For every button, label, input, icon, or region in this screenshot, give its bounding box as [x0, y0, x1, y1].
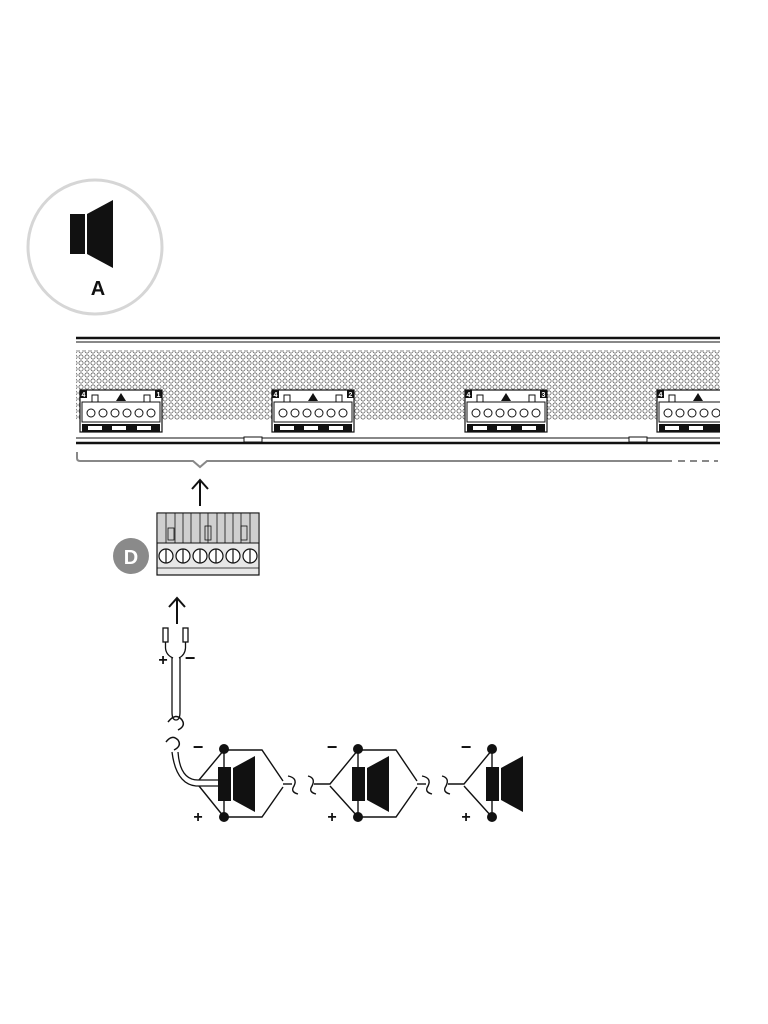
output-port-4[interactable]: 4 4	[656, 389, 739, 433]
amplifier-panel: 4 1 4 2	[76, 336, 739, 445]
arrow-up-icon	[191, 478, 209, 506]
speaker-minus-label: −	[193, 737, 204, 757]
speaker-plus-label: +	[327, 809, 336, 826]
port-number: 1	[157, 392, 161, 399]
speaker-icon	[70, 200, 113, 268]
port-side-mark: 4	[659, 392, 663, 399]
connector-badge-circle	[113, 538, 149, 574]
speaker-plus-label: +	[461, 809, 470, 826]
port-side-mark: 4	[467, 392, 471, 399]
speaker-icon	[486, 756, 523, 812]
speaker-plus-label: +	[193, 809, 202, 826]
port-side-mark: 4	[274, 392, 278, 399]
speaker-3: − +	[441, 737, 523, 826]
output-port-3[interactable]: 4 3	[464, 389, 548, 433]
port-number: 2	[349, 392, 353, 399]
speaker-1: − +	[193, 737, 299, 826]
speaker-badge: A	[26, 178, 164, 316]
speaker-minus-label: −	[461, 737, 472, 757]
terminal-connector[interactable]	[156, 512, 260, 576]
perforated-grille	[76, 350, 720, 420]
speaker-icon	[352, 756, 389, 812]
port-number: 4	[734, 392, 738, 399]
speaker-minus-label: −	[327, 737, 338, 757]
connector-badge-letter: D	[124, 547, 138, 569]
speaker-badge-letter: A	[91, 278, 105, 300]
speaker-2: − +	[307, 737, 433, 826]
port-number: 3	[542, 392, 546, 399]
output-port-1[interactable]: 4 1	[79, 389, 163, 433]
arrow-up-icon	[168, 596, 186, 624]
cable-minus-label: −	[185, 648, 196, 668]
speaker-cable	[162, 627, 222, 787]
connector-badge: D	[113, 538, 149, 574]
cable-plus-label: +	[158, 652, 167, 669]
speaker-icon	[218, 756, 255, 812]
panel-bracket	[76, 452, 718, 469]
port-side-mark: 4	[82, 392, 86, 399]
output-port-2[interactable]: 4 2	[271, 389, 355, 433]
